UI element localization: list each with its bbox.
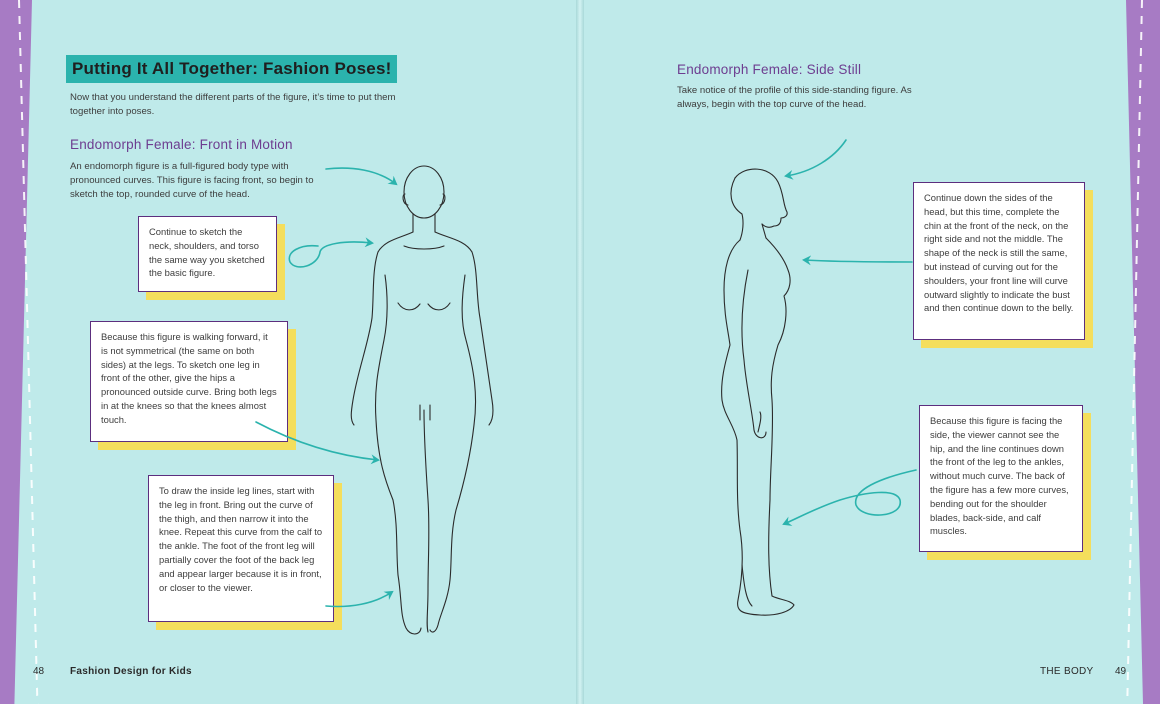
- subhead-side-still: Endomorph Female: Side Still: [677, 62, 862, 77]
- note-walking-forward: Because this figure is walking forward, …: [90, 321, 288, 442]
- front-figure-sketch: [350, 165, 494, 635]
- section-title-footer: THE BODY: [1040, 666, 1094, 677]
- annotation-arrows-right: [782, 139, 917, 526]
- note-side-leg-back: Because this figure is facing the side, …: [919, 405, 1083, 552]
- note-neck-shoulders: Continue to sketch the neck, shoulders, …: [138, 216, 277, 292]
- note-inside-leg-lines: To draw the inside leg lines, start with…: [148, 475, 334, 622]
- page-number-left: 48: [33, 666, 45, 677]
- body-paragraph-front: An endomorph figure is a full-figured bo…: [70, 161, 314, 200]
- book-gutter: [576, 0, 584, 704]
- note-side-head-neck: Continue down the sides of the head, but…: [913, 182, 1085, 340]
- page-title: Putting It All Together: Fashion Poses!: [66, 55, 398, 83]
- intro-paragraph: Now that you understand the different pa…: [70, 92, 396, 117]
- subhead-front-in-motion: Endomorph Female: Front in Motion: [70, 137, 293, 152]
- right-page: [582, 0, 1160, 704]
- body-paragraph-side: Take notice of the profile of this side-…: [677, 85, 912, 110]
- side-figure-sketch: [721, 168, 795, 616]
- book-title-footer: Fashion Design for Kids: [70, 666, 192, 677]
- page-number-right: 49: [1115, 666, 1127, 677]
- annotation-arrows-left: [255, 167, 398, 608]
